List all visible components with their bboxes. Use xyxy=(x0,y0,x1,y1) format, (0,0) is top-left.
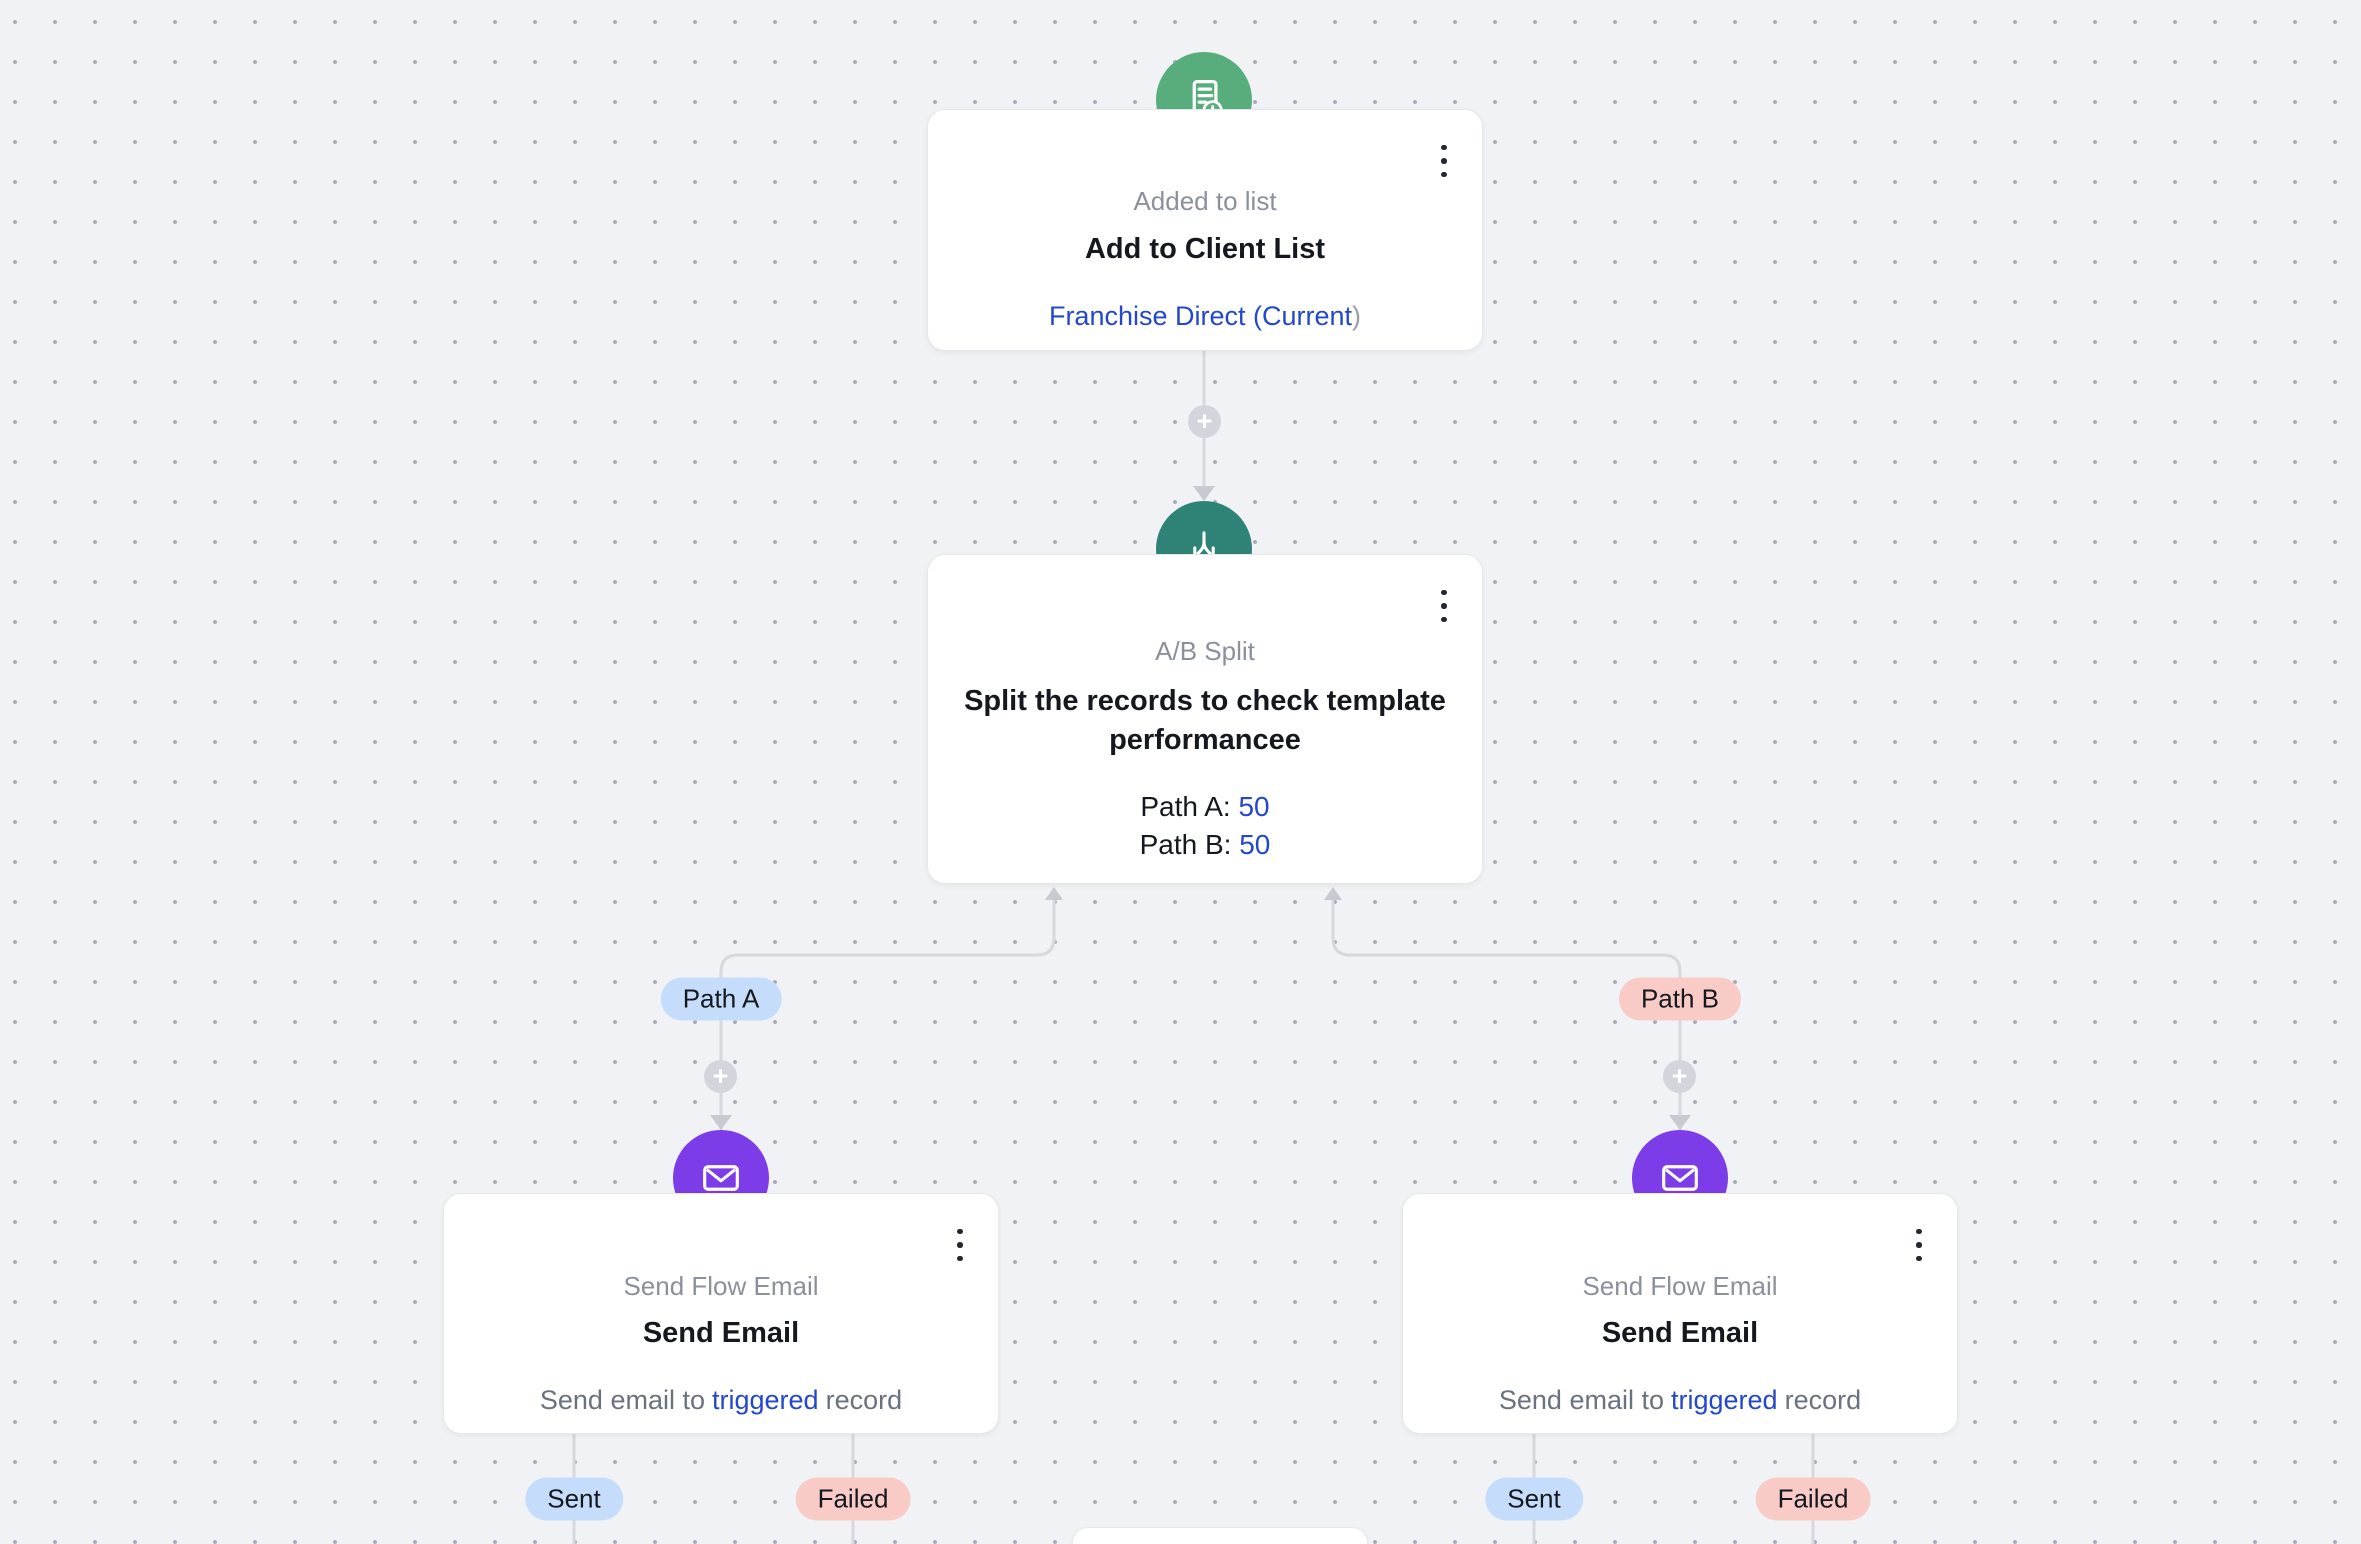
split-path-b-row: Path B: 50 xyxy=(1139,829,1271,860)
arrow-down-icon xyxy=(710,1115,732,1130)
partial-node-card[interactable] xyxy=(1072,1527,1368,1544)
outcome-badge-failed: Failed xyxy=(1755,1477,1871,1521)
kebab-menu-icon[interactable] xyxy=(1436,138,1452,184)
split-title: Split the records to check template perf… xyxy=(964,685,1446,756)
email-title: Send Email xyxy=(1601,1317,1759,1349)
plus-icon[interactable]: + xyxy=(1663,1060,1696,1093)
list-link[interactable]: Franchise Direct (Current xyxy=(1048,301,1353,331)
outcome-badge-failed: Failed xyxy=(795,1477,911,1521)
trigger-type-label: Added to list xyxy=(1133,186,1277,216)
branch-badge-path-b: Path B xyxy=(1618,977,1742,1021)
trigger-list-link-line: Franchise Direct (Current) xyxy=(928,301,1482,332)
trigger-node-card[interactable]: Added to list Add to Client List Franchi… xyxy=(927,109,1483,351)
arrow-down-icon xyxy=(1669,1115,1691,1130)
email-node-card-b[interactable]: Send Flow Email Send Email Send email to… xyxy=(1402,1193,1958,1434)
list-link-paren: ) xyxy=(1352,301,1362,331)
triggered-record-link[interactable]: triggered xyxy=(712,1385,819,1415)
path-b-value[interactable]: 50 xyxy=(1239,829,1271,860)
kebab-menu-icon[interactable] xyxy=(952,1222,968,1268)
ab-split-node-card[interactable]: A/B Split Split the records to check tem… xyxy=(927,554,1483,884)
trigger-title: Add to Client List xyxy=(1084,233,1326,265)
triggered-record-link[interactable]: triggered xyxy=(1671,1385,1778,1415)
plus-icon[interactable]: + xyxy=(704,1060,737,1093)
path-a-value[interactable]: 50 xyxy=(1238,791,1270,822)
kebab-menu-icon[interactable] xyxy=(1436,583,1452,629)
kebab-menu-icon[interactable] xyxy=(1911,1222,1927,1268)
plus-icon[interactable]: + xyxy=(1188,405,1221,438)
arrow-up-icon xyxy=(1324,887,1342,900)
arrow-down-icon xyxy=(1193,486,1215,501)
split-path-a-row: Path A: 50 xyxy=(1140,791,1270,822)
outcome-badge-sent: Sent xyxy=(1485,1477,1583,1521)
email-node-card-a[interactable]: Send Flow Email Send Email Send email to… xyxy=(443,1193,999,1434)
branch-badge-path-a: Path A xyxy=(660,977,782,1021)
email-type-label: Send Flow Email xyxy=(1582,1271,1778,1301)
arrow-up-icon xyxy=(1045,887,1063,900)
split-path-ratios: Path A: 50 Path B: 50 xyxy=(928,788,1482,864)
outcome-badge-sent: Sent xyxy=(525,1477,623,1521)
email-type-label: Send Flow Email xyxy=(623,1271,819,1301)
split-type-label: A/B Split xyxy=(1155,636,1255,666)
email-title: Send Email xyxy=(642,1317,800,1349)
